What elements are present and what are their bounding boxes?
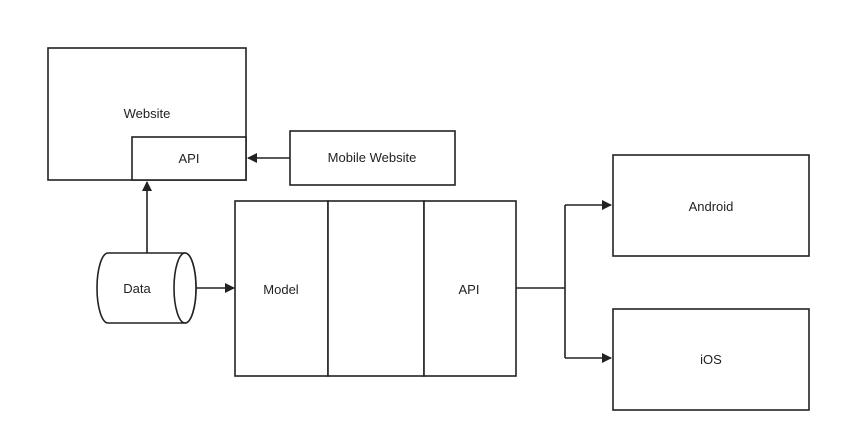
ios-label: iOS: [700, 352, 722, 367]
backend-group: Model API: [234, 200, 517, 377]
api-node: [423, 200, 517, 377]
data-label: Data: [123, 281, 151, 296]
website-api-label: API: [179, 151, 200, 166]
api-label: API: [459, 282, 480, 297]
middle-node: [327, 200, 425, 377]
android-node: Android: [612, 154, 810, 257]
mobile-website-label: Mobile Website: [328, 150, 417, 165]
data-node: Data: [96, 252, 197, 324]
ios-node: iOS: [612, 308, 810, 411]
website-label: Website: [124, 106, 171, 121]
edge-api-fork: [516, 200, 612, 363]
model-label: Model: [263, 282, 299, 297]
mobile-website-node: Mobile Website: [289, 130, 456, 186]
website-api-node: API: [131, 136, 247, 181]
android-label: Android: [689, 199, 734, 214]
model-node: [234, 200, 329, 377]
